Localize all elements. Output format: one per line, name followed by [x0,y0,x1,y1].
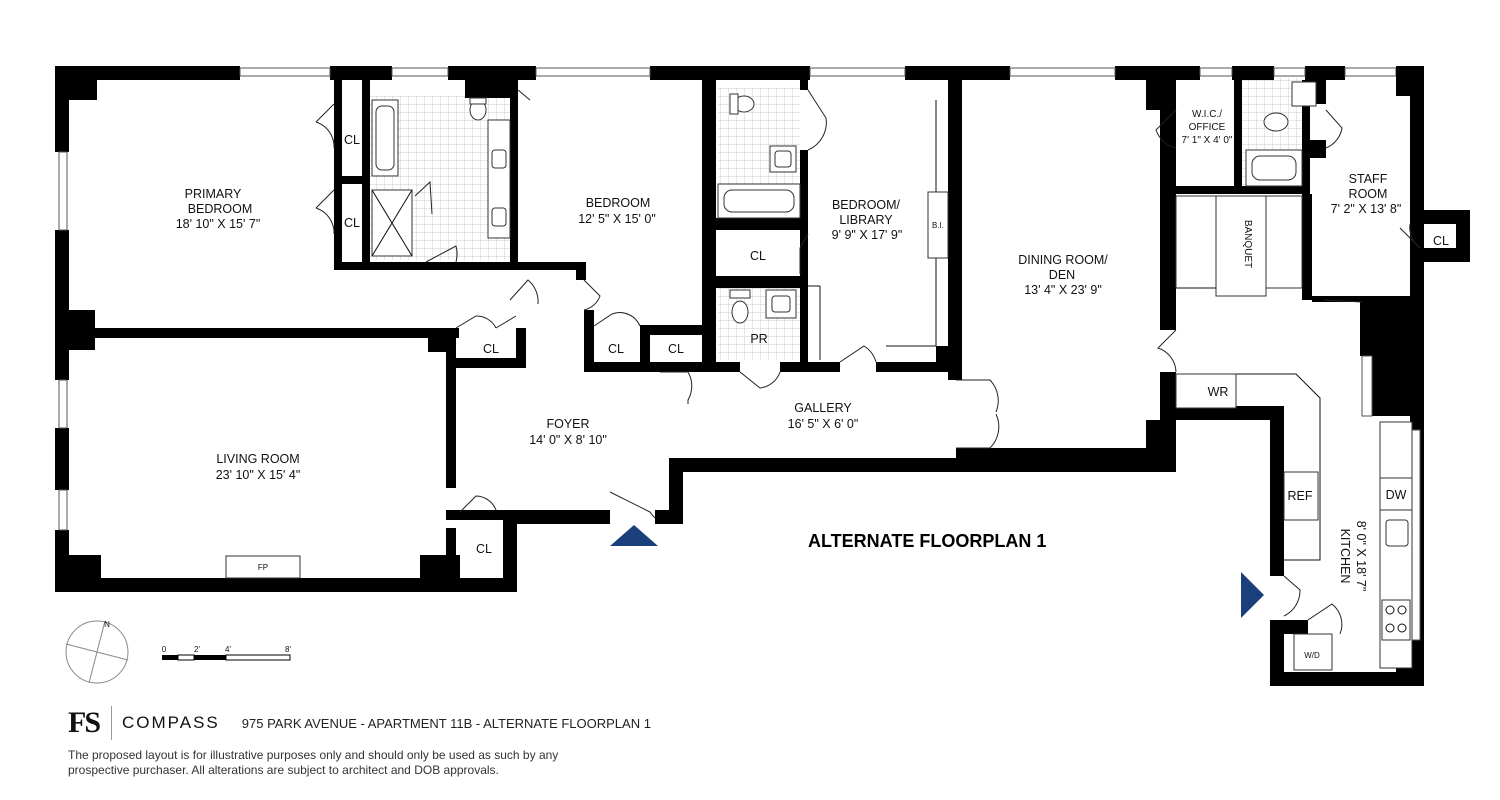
svg-text:16' 5" X 6' 0": 16' 5" X 6' 0" [788,417,859,431]
door-swings [315,89,1421,635]
svg-text:4': 4' [225,645,231,654]
svg-text:BEDROOM: BEDROOM [586,196,651,210]
svg-text:14' 0" X 8' 10": 14' 0" X 8' 10" [529,433,607,447]
svg-text:BEDROOM/: BEDROOM/ [832,198,901,212]
svg-text:9' 9" X 17' 9": 9' 9" X 17' 9" [832,228,903,242]
svg-text:STAFF: STAFF [1349,172,1388,186]
svg-text:FOYER: FOYER [546,417,589,431]
wd-label: W/D [1304,651,1320,660]
svg-text:W.I.C./: W.I.C./ [1192,109,1222,120]
fixtures [225,81,1413,671]
floor-plan: PRIMARY BEDROOM 18' 10" X 15' 7" BEDROOM… [55,66,1470,686]
built-in-label: B.I. [932,221,944,230]
room-primary-bedroom: PRIMARY BEDROOM 18' 10" X 15' 7" [176,187,261,231]
room-staff-room: STAFF ROOM 7' 2" X 13' 8" [1331,172,1402,216]
dw-label: DW [1386,488,1407,502]
north-compass: N [65,620,129,684]
svg-text:7' 1" X 4' 0": 7' 1" X 4' 0" [1182,135,1233,146]
disclaimer-text: The proposed layout is for illustrative … [68,748,559,777]
compass-north-label: N [104,620,110,629]
svg-text:CL: CL [608,342,624,356]
svg-text:13' 4" X 23' 9": 13' 4" X 23' 9" [1024,283,1102,297]
svg-text:KITCHEN: KITCHEN [1338,529,1352,584]
svg-text:0: 0 [162,645,167,654]
svg-text:LIBRARY: LIBRARY [839,213,893,227]
listing-address: 975 PARK AVENUE - APARTMENT 11B - ALTERN… [241,715,651,731]
entry-marker-kitchen [1241,572,1264,618]
room-dining-room: DINING ROOM/ DEN 13' 4" X 23' 9" [1018,253,1108,297]
svg-text:CL: CL [344,133,360,147]
svg-text:18' 10" X 15' 7": 18' 10" X 15' 7" [176,217,261,231]
svg-text:OFFICE: OFFICE [1189,122,1226,133]
svg-text:8' 0" X 18' 7": 8' 0" X 18' 7" [1354,521,1368,592]
svg-text:2': 2' [194,645,200,654]
svg-text:LIVING ROOM: LIVING ROOM [216,452,299,466]
svg-text:DINING ROOM/: DINING ROOM/ [1018,253,1108,267]
interior-walls [69,80,1372,592]
svg-text:CL: CL [483,342,499,356]
banquet-label: BANQUET [1242,220,1253,268]
room-bedroom-library: BEDROOM/ LIBRARY 9' 9" X 17' 9" [832,198,903,242]
svg-text:DEN: DEN [1049,268,1075,282]
svg-text:BEDROOM: BEDROOM [188,202,253,216]
scale-bar: 0 2' 4' 8' [162,645,291,661]
svg-text:CL: CL [668,342,684,356]
fs-logo: FS [68,706,101,739]
entry-marker-foyer [610,525,658,546]
room-gallery: GALLERY 16' 5" X 6' 0" [788,401,859,431]
room-foyer: FOYER 14' 0" X 8' 10" [529,417,607,447]
logo-divider [111,706,113,740]
fireplace-label: FP [258,563,268,572]
brand-row: FS COMPASS 975 PARK AVENUE - APARTMENT 1… [68,704,768,742]
room-bedroom: BEDROOM 12' 5" X 15' 0" [578,196,656,226]
room-living-room: LIVING ROOM 23' 10" X 15' 4" [216,452,301,482]
svg-text:GALLERY: GALLERY [794,401,852,415]
compass-logo: COMPASS [122,713,220,732]
room-wic-office: W.I.C./ OFFICE 7' 1" X 4' 0" [1182,109,1233,146]
svg-text:8': 8' [285,645,291,654]
svg-text:CL: CL [476,542,492,556]
svg-text:CL: CL [750,249,766,263]
svg-text:CL: CL [1433,234,1449,248]
ref-label: REF [1288,489,1313,503]
exterior-walls [55,66,1470,686]
svg-text:12' 5" X 15' 0": 12' 5" X 15' 0" [578,212,656,226]
room-kitchen: KITCHEN 8' 0" X 18' 7" [1338,521,1368,592]
footer: FS COMPASS 975 PARK AVENUE - APARTMENT 1… [68,704,768,778]
svg-text:ROOM: ROOM [1349,187,1388,201]
plan-title: ALTERNATE FLOORPLAN 1 [808,531,1046,551]
powder-room-label: PR [750,332,767,346]
closet-labels: CL CL CL CL CL CL CL CL [344,133,1449,556]
svg-text:7' 2" X 13' 8": 7' 2" X 13' 8" [1331,202,1402,216]
svg-text:CL: CL [344,216,360,230]
svg-text:PRIMARY: PRIMARY [185,187,242,201]
wr-label: WR [1208,385,1229,399]
svg-text:23' 10" X 15' 4": 23' 10" X 15' 4" [216,468,301,482]
